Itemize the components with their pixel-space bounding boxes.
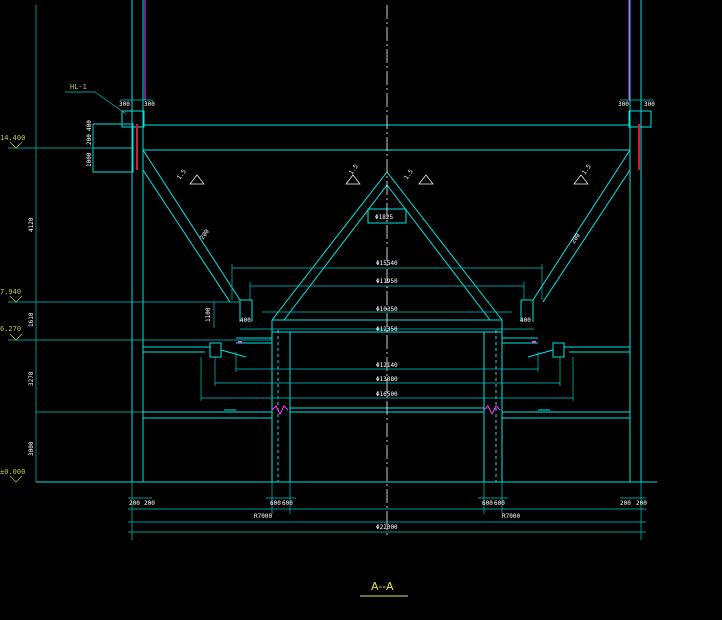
- bottom-wall-left-2: 200: [144, 500, 155, 507]
- level-top: 14.400: [0, 134, 25, 142]
- ring-beam-dim-1: 400: [86, 120, 93, 131]
- structure-lines: [36, 0, 657, 483]
- hopper-left-drop: 1100: [205, 307, 212, 322]
- wall-top-right-inner: 300: [618, 101, 629, 108]
- bottom-wall-right-2: 200: [636, 500, 647, 507]
- diameter-5: Φ12140: [376, 362, 398, 369]
- diameter-4: Φ12350: [376, 326, 398, 333]
- bottom-radius-left: R7000: [254, 513, 272, 520]
- level-markers: [9, 141, 23, 483]
- dimension-lines: [8, 5, 653, 540]
- vdim-1: 4120: [28, 217, 35, 232]
- wall-top-right-outer: 300: [644, 101, 655, 108]
- diameter-3: Φ10350: [376, 306, 398, 313]
- vdim-3: 3270: [28, 371, 35, 386]
- bottom-column-left-1: 600: [270, 500, 281, 507]
- diameter-7: Φ16500: [376, 391, 398, 398]
- bottom-column-right-2: 600: [494, 500, 505, 507]
- slope-mark-1: 1.5: [176, 168, 188, 181]
- vdim-2: 1610: [28, 312, 35, 327]
- slope-mark-3: 1.5: [403, 168, 415, 181]
- vdim-4: 3000: [28, 441, 35, 456]
- diameter-6: Φ13080: [376, 376, 398, 383]
- diameter-2: Φ11950: [376, 278, 398, 285]
- hopper-left-outlet: 400: [240, 317, 251, 324]
- bottom-radius-right: R7000: [502, 513, 520, 520]
- slope-mark-4: 1.5: [581, 163, 593, 176]
- bottom-wall-right-1: 200: [620, 500, 631, 507]
- wall-top-left-inner: 300: [144, 101, 155, 108]
- bottom-column-left-2: 600: [282, 500, 293, 507]
- level-hopper: 7.940: [0, 288, 21, 296]
- ring-beam-boxes: [92, 110, 652, 173]
- hopper-left-slope: 200: [199, 228, 211, 241]
- hopper-right-slope: 200: [570, 232, 582, 245]
- level-cone-base: 6.270: [0, 325, 21, 333]
- diameter-1: Φ15540: [376, 260, 398, 267]
- slope-triangles: [189, 174, 589, 185]
- accent-lines: [136, 0, 640, 416]
- bottom-wall-left-1: 200: [129, 500, 140, 507]
- cone-top-dim: Φ1825: [375, 214, 393, 221]
- hopper-right-outlet: 400: [520, 317, 531, 324]
- section-label: A--A: [371, 580, 394, 593]
- slope-mark-2: 1.5: [348, 163, 360, 176]
- level-ground: ±0.000: [0, 468, 25, 476]
- wall-top-left-outer: 300: [119, 101, 130, 108]
- bottom-column-right-1: 600: [482, 500, 493, 507]
- bottom-overall: Φ22000: [376, 524, 398, 531]
- tag-label: HL-1: [70, 83, 87, 91]
- ring-beam-dim-3: 1000: [86, 152, 93, 167]
- ring-beam-dim-2: 200: [86, 134, 93, 145]
